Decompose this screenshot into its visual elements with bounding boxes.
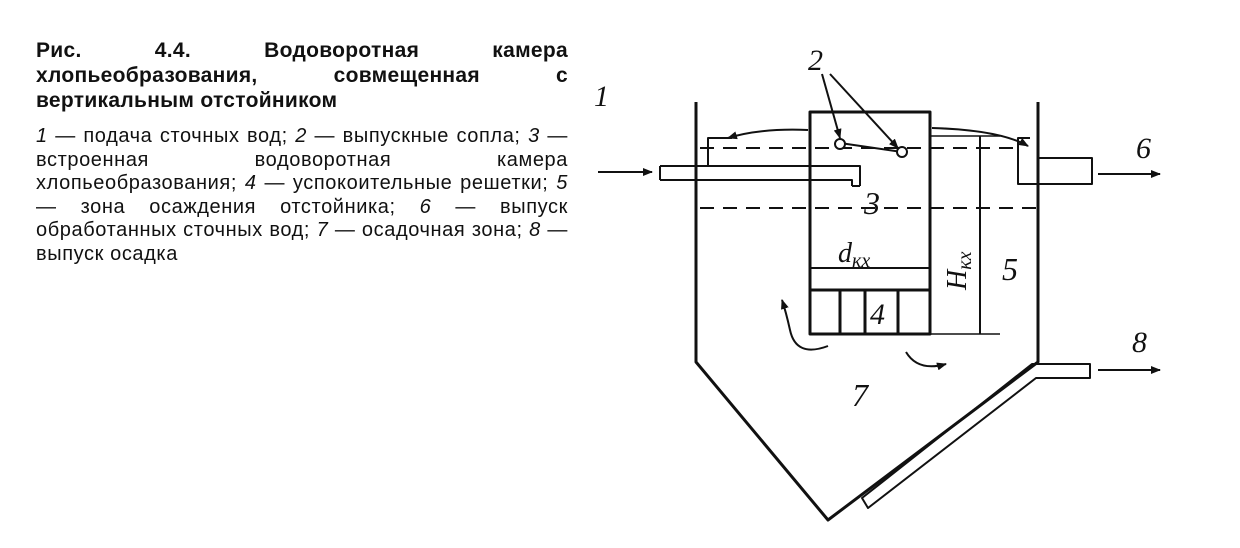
legend-dash: — xyxy=(328,219,362,241)
legend-item-number: 3 xyxy=(528,125,540,147)
legend-item-text: встроенная водоворотная камера хлопьеобр… xyxy=(36,148,568,195)
label-5: 5 xyxy=(1002,251,1018,287)
dkx-symbol: d xyxy=(838,238,853,269)
legend-item: 5 — зона осаждения отстойника; xyxy=(36,172,568,218)
legend-item-text: выпускные сопла; xyxy=(342,125,521,147)
inlet-pipe xyxy=(660,165,861,186)
figure-legend: 1 — подача сточных вод; 2 — выпускные со… xyxy=(36,125,568,266)
legend-item-text: осадочная зона; xyxy=(361,219,523,241)
legend-item: 1 — подача сточных вод; xyxy=(36,125,288,147)
swirl-arrow-right xyxy=(905,351,947,371)
legend-dash: — xyxy=(431,195,501,218)
legend-item-number: 6 xyxy=(419,195,432,218)
hkx-subscript: кх xyxy=(954,251,976,269)
nozzle-pipe xyxy=(839,142,903,153)
nozzle-right xyxy=(896,146,908,158)
legend-item-number: 5 xyxy=(556,172,568,194)
inlet-pipe-end xyxy=(659,166,860,187)
legend-item: 8 — выпуск осадка xyxy=(36,219,568,265)
dkx-subscript: кх xyxy=(852,250,870,272)
legend-item: 2 — выпускные сопла; xyxy=(295,125,520,147)
legend-item-text: успокоительные решетки; xyxy=(292,172,549,194)
legend-item-text: подача сточных вод; xyxy=(83,125,288,147)
legend-item-number: 2 xyxy=(295,125,308,147)
legend-item-number: 7 xyxy=(316,219,329,241)
legend-item-text: выпуск осадка xyxy=(36,242,178,265)
tank-wall-left xyxy=(694,102,1040,522)
legend-dash: — xyxy=(36,195,81,218)
legend-item-number: 4 xyxy=(244,172,257,194)
legend-dash: — xyxy=(539,125,568,147)
label-3: 3 xyxy=(863,185,880,221)
legend-item-text: выпуск обработанных сточных вод; xyxy=(36,195,568,242)
figure-title: Рис. 4.4. Водоворотная камера хлопьеобра… xyxy=(36,39,568,112)
legend-item-number: 1 xyxy=(36,125,48,147)
label2-pointer-left xyxy=(821,73,842,139)
legend-item: 7 — осадочная зона; xyxy=(317,219,523,241)
sludge-pipe xyxy=(861,363,1091,509)
legend-item: 6 — выпуск обработанных сточных вод; xyxy=(36,196,568,242)
legend-dash: — xyxy=(540,219,568,241)
overflow-arrow-left xyxy=(727,128,809,140)
label-4: 4 xyxy=(870,298,885,331)
hkx-label: Hкх xyxy=(942,251,976,291)
label-1: 1 xyxy=(594,80,609,113)
legend-dash: — xyxy=(47,125,84,147)
outlet-pipe xyxy=(1017,137,1093,185)
legend-item: 4 — успокоительные решетки; xyxy=(245,172,549,194)
legend-item: 3 — встроенная водоворотная камера хлопь… xyxy=(36,125,568,194)
label-2: 2 xyxy=(808,44,823,77)
label-7: 7 xyxy=(852,377,870,413)
figure-caption: Рис. 4.4. Водоворотная камера хлопьеобра… xyxy=(36,38,568,266)
legend-item-text: зона осаждения отстойника; xyxy=(80,195,396,218)
label2-pointer-right xyxy=(829,73,899,149)
nozzle-left xyxy=(834,138,846,150)
label-8: 8 xyxy=(1132,326,1147,359)
overflow-arrow-right xyxy=(931,127,1029,147)
flocculation-chamber xyxy=(808,110,932,336)
swirl-arrow-left xyxy=(781,299,829,351)
left-trough xyxy=(707,137,732,166)
label-6: 6 xyxy=(1136,132,1151,165)
legend-dash: — xyxy=(256,172,293,194)
dkx-label: dкх xyxy=(838,238,870,272)
hkx-symbol: H xyxy=(942,268,973,291)
legend-item-number: 8 xyxy=(529,219,541,241)
legend-dash: — xyxy=(307,125,343,147)
